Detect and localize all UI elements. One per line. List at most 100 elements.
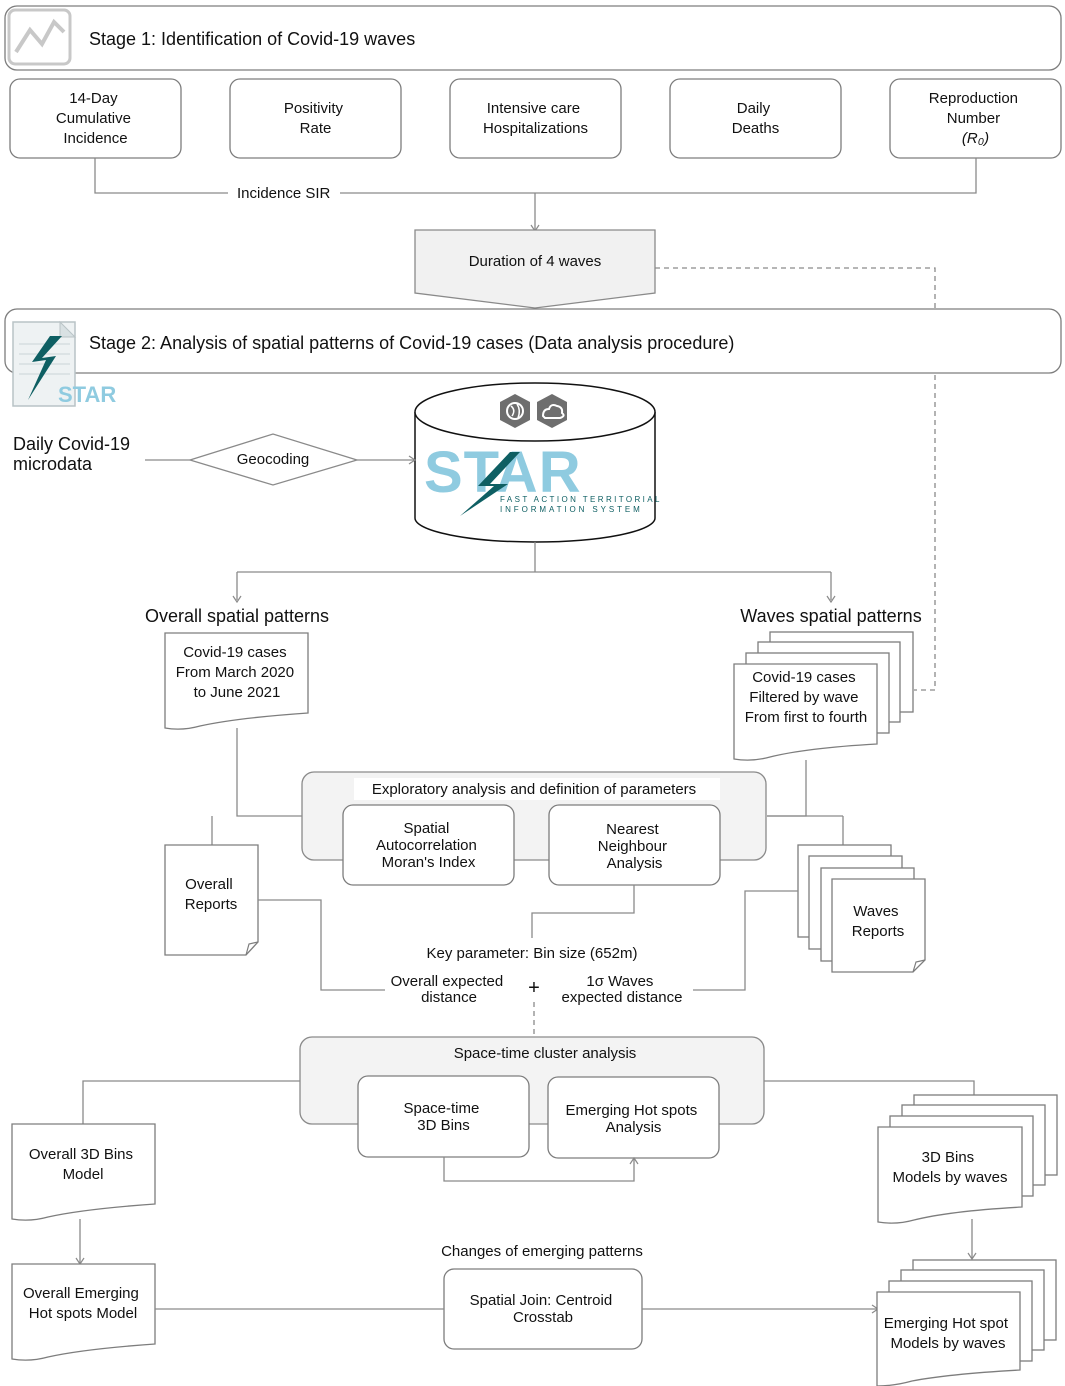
- spatial-join-box: Spatial Join: Centroid Crosstab: [443, 1268, 643, 1350]
- indicator-positivity: Positivity Rate: [229, 78, 402, 159]
- spatial-join-line1: Spatial Join: Centroid: [470, 1292, 613, 1309]
- overall-reports-line2: Reports: [185, 896, 238, 913]
- svg-text:Overall Emerging Hot spo: Overall Emerging Hot spots Model: [23, 1285, 143, 1322]
- emerging-hotspots-line2: Analysis: [606, 1119, 662, 1136]
- duration-waves-box: Duration of 4 waves: [414, 229, 656, 309]
- exploratory-title: Exploratory analysis and definition of p…: [372, 781, 696, 798]
- nearest-neighbour-box: Nearest Neighbour Analysis: [548, 804, 721, 886]
- star-document-icon: STAR: [12, 320, 116, 407]
- plus-sign: +: [528, 977, 540, 999]
- nearest-line2: Neighbour: [598, 838, 667, 855]
- indicator-14day-line3: Incidence: [63, 130, 127, 147]
- spacetime-bins-line2: 3D Bins: [417, 1117, 470, 1134]
- svg-text:Spatial Join: Centroid C: Spatial Join: Centroid Crosstab: [470, 1292, 617, 1326]
- overall-3d-line2: Model: [63, 1166, 104, 1183]
- overall-cases-document: Covid-19 cases From March 2020 to June 2…: [164, 632, 309, 730]
- overall-cases-line2: From March 2020: [176, 664, 294, 681]
- waves-reports-line2: Reports: [852, 923, 905, 940]
- waves-cases-line3: From first to fourth: [745, 709, 868, 726]
- overall-cases-line3: to June 2021: [194, 684, 281, 701]
- overall-emerging-line1: Overall Emerging: [23, 1285, 139, 1302]
- indicator-reproduction-line3: (R₀): [962, 130, 989, 147]
- changes-label: Changes of emerging patterns: [441, 1243, 643, 1260]
- nearest-line1: Nearest: [606, 821, 659, 838]
- waves-emerging-document-stack: Emerging Hot spot Models by waves: [876, 1259, 1057, 1386]
- svg-text:Positivity Rate: Positivity Rate: [284, 100, 347, 137]
- spacetime-title: Space-time cluster analysis: [454, 1045, 637, 1062]
- overall-3d-line1: Overall 3D Bins: [29, 1146, 133, 1163]
- stage1-title: Stage 1: Identification of Covid-19 wave…: [89, 29, 415, 49]
- svg-text:Daily Deaths: Daily Deaths: [732, 100, 780, 137]
- indicator-deaths: Daily Deaths: [669, 78, 842, 159]
- spacetime-bins-box: Space-time 3D Bins: [357, 1075, 530, 1158]
- star-sub1: FAST ACTION TERRITORIAL: [500, 495, 662, 504]
- indicator-reproduction-line2: Number: [947, 110, 1000, 127]
- overall-expected-line1: Overall expected: [391, 973, 504, 990]
- overall-reports-document: Overall Reports: [164, 844, 259, 956]
- geocoding-label: Geocoding: [237, 451, 310, 468]
- spacetime-panel: Space-time cluster analysis Space-time 3…: [299, 1036, 765, 1159]
- indicator-positivity-line2: Rate: [300, 120, 332, 137]
- overall-emerging-line2: Hot spots Model: [29, 1305, 137, 1322]
- stage2-header: STAR Stage 2: Analysis of spatial patter…: [4, 308, 1062, 407]
- svg-text:Covid-19 cases From Marc: Covid-19 cases From March 2020 to June 2…: [176, 644, 299, 701]
- waves-3d-bins-document-stack: 3D Bins Models by waves: [877, 1094, 1058, 1224]
- svg-text:3D Bins Models by waves: 3D Bins Models by waves: [892, 1149, 1007, 1186]
- exploratory-panel: Exploratory analysis and definition of p…: [301, 771, 767, 886]
- key-parameter-label: Key parameter: Bin size (652m): [427, 945, 638, 962]
- indicator-deaths-line1: Daily: [737, 100, 771, 117]
- svg-text:Overall 3D Bins Model: Overall 3D Bins Model: [29, 1146, 137, 1183]
- indicator-deaths-line2: Deaths: [732, 120, 780, 137]
- svg-text:Overall expected distance: Overall expected distance: [391, 973, 508, 1006]
- chart-icon: [7, 8, 72, 66]
- nearest-line3: Analysis: [607, 855, 663, 872]
- waves-cases-line1: Covid-19 cases: [752, 669, 855, 686]
- incidence-sir-label: Incidence SIR: [237, 185, 331, 202]
- star-big-logo-text: STAR: [424, 440, 582, 505]
- svg-text:Intensive care Hospitali: Intensive care Hospitalizations: [483, 100, 588, 137]
- overall-emerging-document: Overall Emerging Hot spots Model: [11, 1263, 156, 1361]
- globe-icon: [500, 394, 530, 428]
- stage2-title: Stage 2: Analysis of spatial patterns of…: [89, 333, 734, 353]
- waves-expected-line1: 1σ Waves: [586, 973, 653, 990]
- spatial-join-line2: Crosstab: [513, 1309, 573, 1326]
- stage1-header: Stage 1: Identification of Covid-19 wave…: [4, 5, 1062, 71]
- spatial-autocorrelation-box: Spatial Autocorrelation Moran's Index: [342, 804, 515, 886]
- spatial-line2: Autocorrelation: [376, 837, 477, 854]
- star-database: STAR FAST ACTION TERRITORIAL INFORMATION…: [414, 382, 662, 543]
- waves-cases-document-stack: Covid-19 cases Filtered by wave From fir…: [733, 631, 914, 761]
- overall-patterns-title: Overall spatial patterns: [145, 606, 329, 626]
- indicator-reproduction-line1: Reproduction: [929, 90, 1018, 107]
- svg-text:Overall Reports: Overall Reports: [185, 876, 238, 913]
- duration-label: Duration of 4 waves: [469, 253, 602, 270]
- svg-text:14-Day Cumulative: 14-Day Cumulative Incidence: [56, 90, 135, 147]
- cloud-icon: [537, 394, 567, 428]
- waves-expected-line2: expected distance: [562, 989, 683, 1006]
- overall-3d-bins-document: Overall 3D Bins Model: [11, 1123, 156, 1221]
- svg-text:Waves Reports: Waves Reports: [852, 903, 905, 940]
- overall-reports-line1: Overall: [185, 876, 233, 893]
- waves-3d-line1: 3D Bins: [922, 1149, 975, 1166]
- star-small-logo-text: STAR: [58, 382, 116, 407]
- indicator-icu: Intensive care Hospitalizations: [449, 78, 622, 159]
- waves-cases-line2: Filtered by wave: [749, 689, 858, 706]
- indicator-icu-line1: Intensive care: [487, 100, 580, 117]
- emerging-hotspots-box: Emerging Hot spots Analysis: [547, 1076, 720, 1159]
- overall-expected-line2: distance: [421, 989, 477, 1006]
- svg-text:Reproduction Number: Reproduction Number (R₀): [929, 90, 1022, 147]
- indicator-14day: 14-Day Cumulative Incidence: [9, 78, 182, 159]
- microdata-line2: microdata: [13, 454, 93, 474]
- svg-text:Nearest Neighbour: Nearest Neighbour Analysis: [598, 821, 671, 872]
- svg-text:Daily Covid-19 microdata: Daily Covid-19 microdata: [13, 434, 135, 474]
- geocoding-diamond: Geocoding: [187, 433, 360, 486]
- waves-patterns-title: Waves spatial patterns: [740, 606, 921, 626]
- waves-3d-line2: Models by waves: [892, 1169, 1007, 1186]
- indicator-positivity-line1: Positivity: [284, 100, 344, 117]
- indicator-icu-line2: Hospitalizations: [483, 120, 588, 137]
- star-bolt-icon: [460, 452, 520, 516]
- spatial-line3: Moran's Index: [382, 854, 476, 871]
- indicator-14day-line1: 14-Day: [69, 90, 118, 107]
- waves-emerging-line1: Emerging Hot spot: [884, 1315, 1009, 1332]
- indicator-14day-line2: Cumulative: [56, 110, 131, 127]
- svg-text:Space-time 3D Bins: Space-time 3D Bins: [403, 1100, 483, 1134]
